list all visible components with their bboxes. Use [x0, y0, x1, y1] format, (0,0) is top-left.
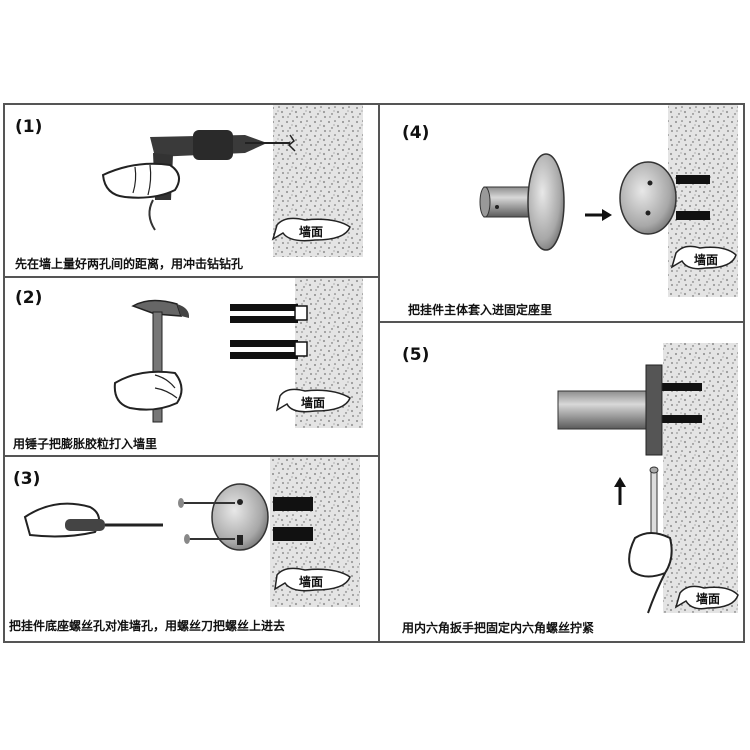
wall-label: 墙面 [694, 253, 719, 267]
wall-anchor-icon [660, 383, 702, 423]
hex-key-icon [649, 466, 659, 539]
arrow-right-icon [585, 209, 612, 221]
wall-label: 墙面 [299, 225, 324, 239]
wall-label: 墙面 [301, 396, 326, 410]
instruction-frame [3, 103, 745, 643]
wall-label-bubble [674, 585, 739, 610]
wall-anchor-icon [273, 497, 313, 541]
arrow-up-icon [614, 477, 626, 505]
hammer-icon [131, 299, 190, 423]
wall-label-bubble [274, 567, 351, 592]
wall-anchor-icon [676, 175, 710, 220]
step-3-panel: (3) 墙面 把挂件底座螺丝孔对准墙孔，用螺丝刀把螺丝上进去 [5, 457, 378, 641]
wall-label-bubble [670, 245, 737, 270]
step-caption: 先在墙上量好两孔间的距离，用冲击钻钻孔 [15, 257, 244, 271]
step-2-illustration [113, 278, 363, 428]
step-5-panel: (5) 墙面 用内六角扳手把固定内六角螺丝拧紧 [380, 323, 744, 641]
step-number: (1) [15, 117, 43, 137]
wall-label-bubble [271, 217, 351, 242]
wall-label-bubble [275, 388, 351, 413]
step-2-panel: (2) 墙面 用锤子把膨胀胶粒打入墙里 [5, 278, 378, 455]
base-plate-icon [619, 161, 677, 235]
step-caption: 用锤子把膨胀胶粒打入墙里 [13, 437, 158, 451]
divider-2-3 [4, 455, 378, 457]
step-number: (2) [15, 288, 43, 308]
wall-label: 墙面 [696, 592, 721, 606]
vertical-divider [378, 104, 380, 642]
hand-icon [101, 162, 180, 199]
hanger-body-icon [557, 364, 663, 456]
base-plate-icon [211, 483, 269, 551]
screwdriver-icon [23, 502, 163, 538]
step-caption: 把挂件底座螺丝孔对准墙孔，用螺丝刀把螺丝上进去 [9, 619, 286, 633]
step-number: (5) [402, 345, 430, 365]
wall-anchor-icon [230, 304, 308, 323]
step-number: (3) [13, 469, 41, 489]
divider-1-2 [4, 276, 378, 278]
divider-4-5 [380, 321, 744, 323]
step-3-illustration [23, 457, 360, 607]
screw-icon [178, 498, 235, 544]
step-5-illustration [557, 343, 739, 614]
step-caption: 用内六角扳手把固定内六角螺丝拧紧 [402, 621, 595, 635]
hanger-body-icon [479, 153, 565, 251]
step-1-panel: (1) 墙面 先在墙上量好两孔间的距离，用冲击钻钻孔 [5, 105, 378, 276]
step-1-illustration [101, 105, 363, 257]
wall-anchor-icon [230, 340, 308, 359]
step-4-panel: (4) 墙面 把挂件主体套入进固定座里 [380, 105, 744, 321]
hand-icon [628, 532, 673, 614]
step-number: (4) [402, 123, 430, 143]
wall-label: 墙面 [299, 575, 324, 589]
hand-icon [113, 370, 183, 411]
step-4-illustration [479, 105, 738, 297]
step-caption: 把挂件主体套入进固定座里 [408, 303, 553, 317]
